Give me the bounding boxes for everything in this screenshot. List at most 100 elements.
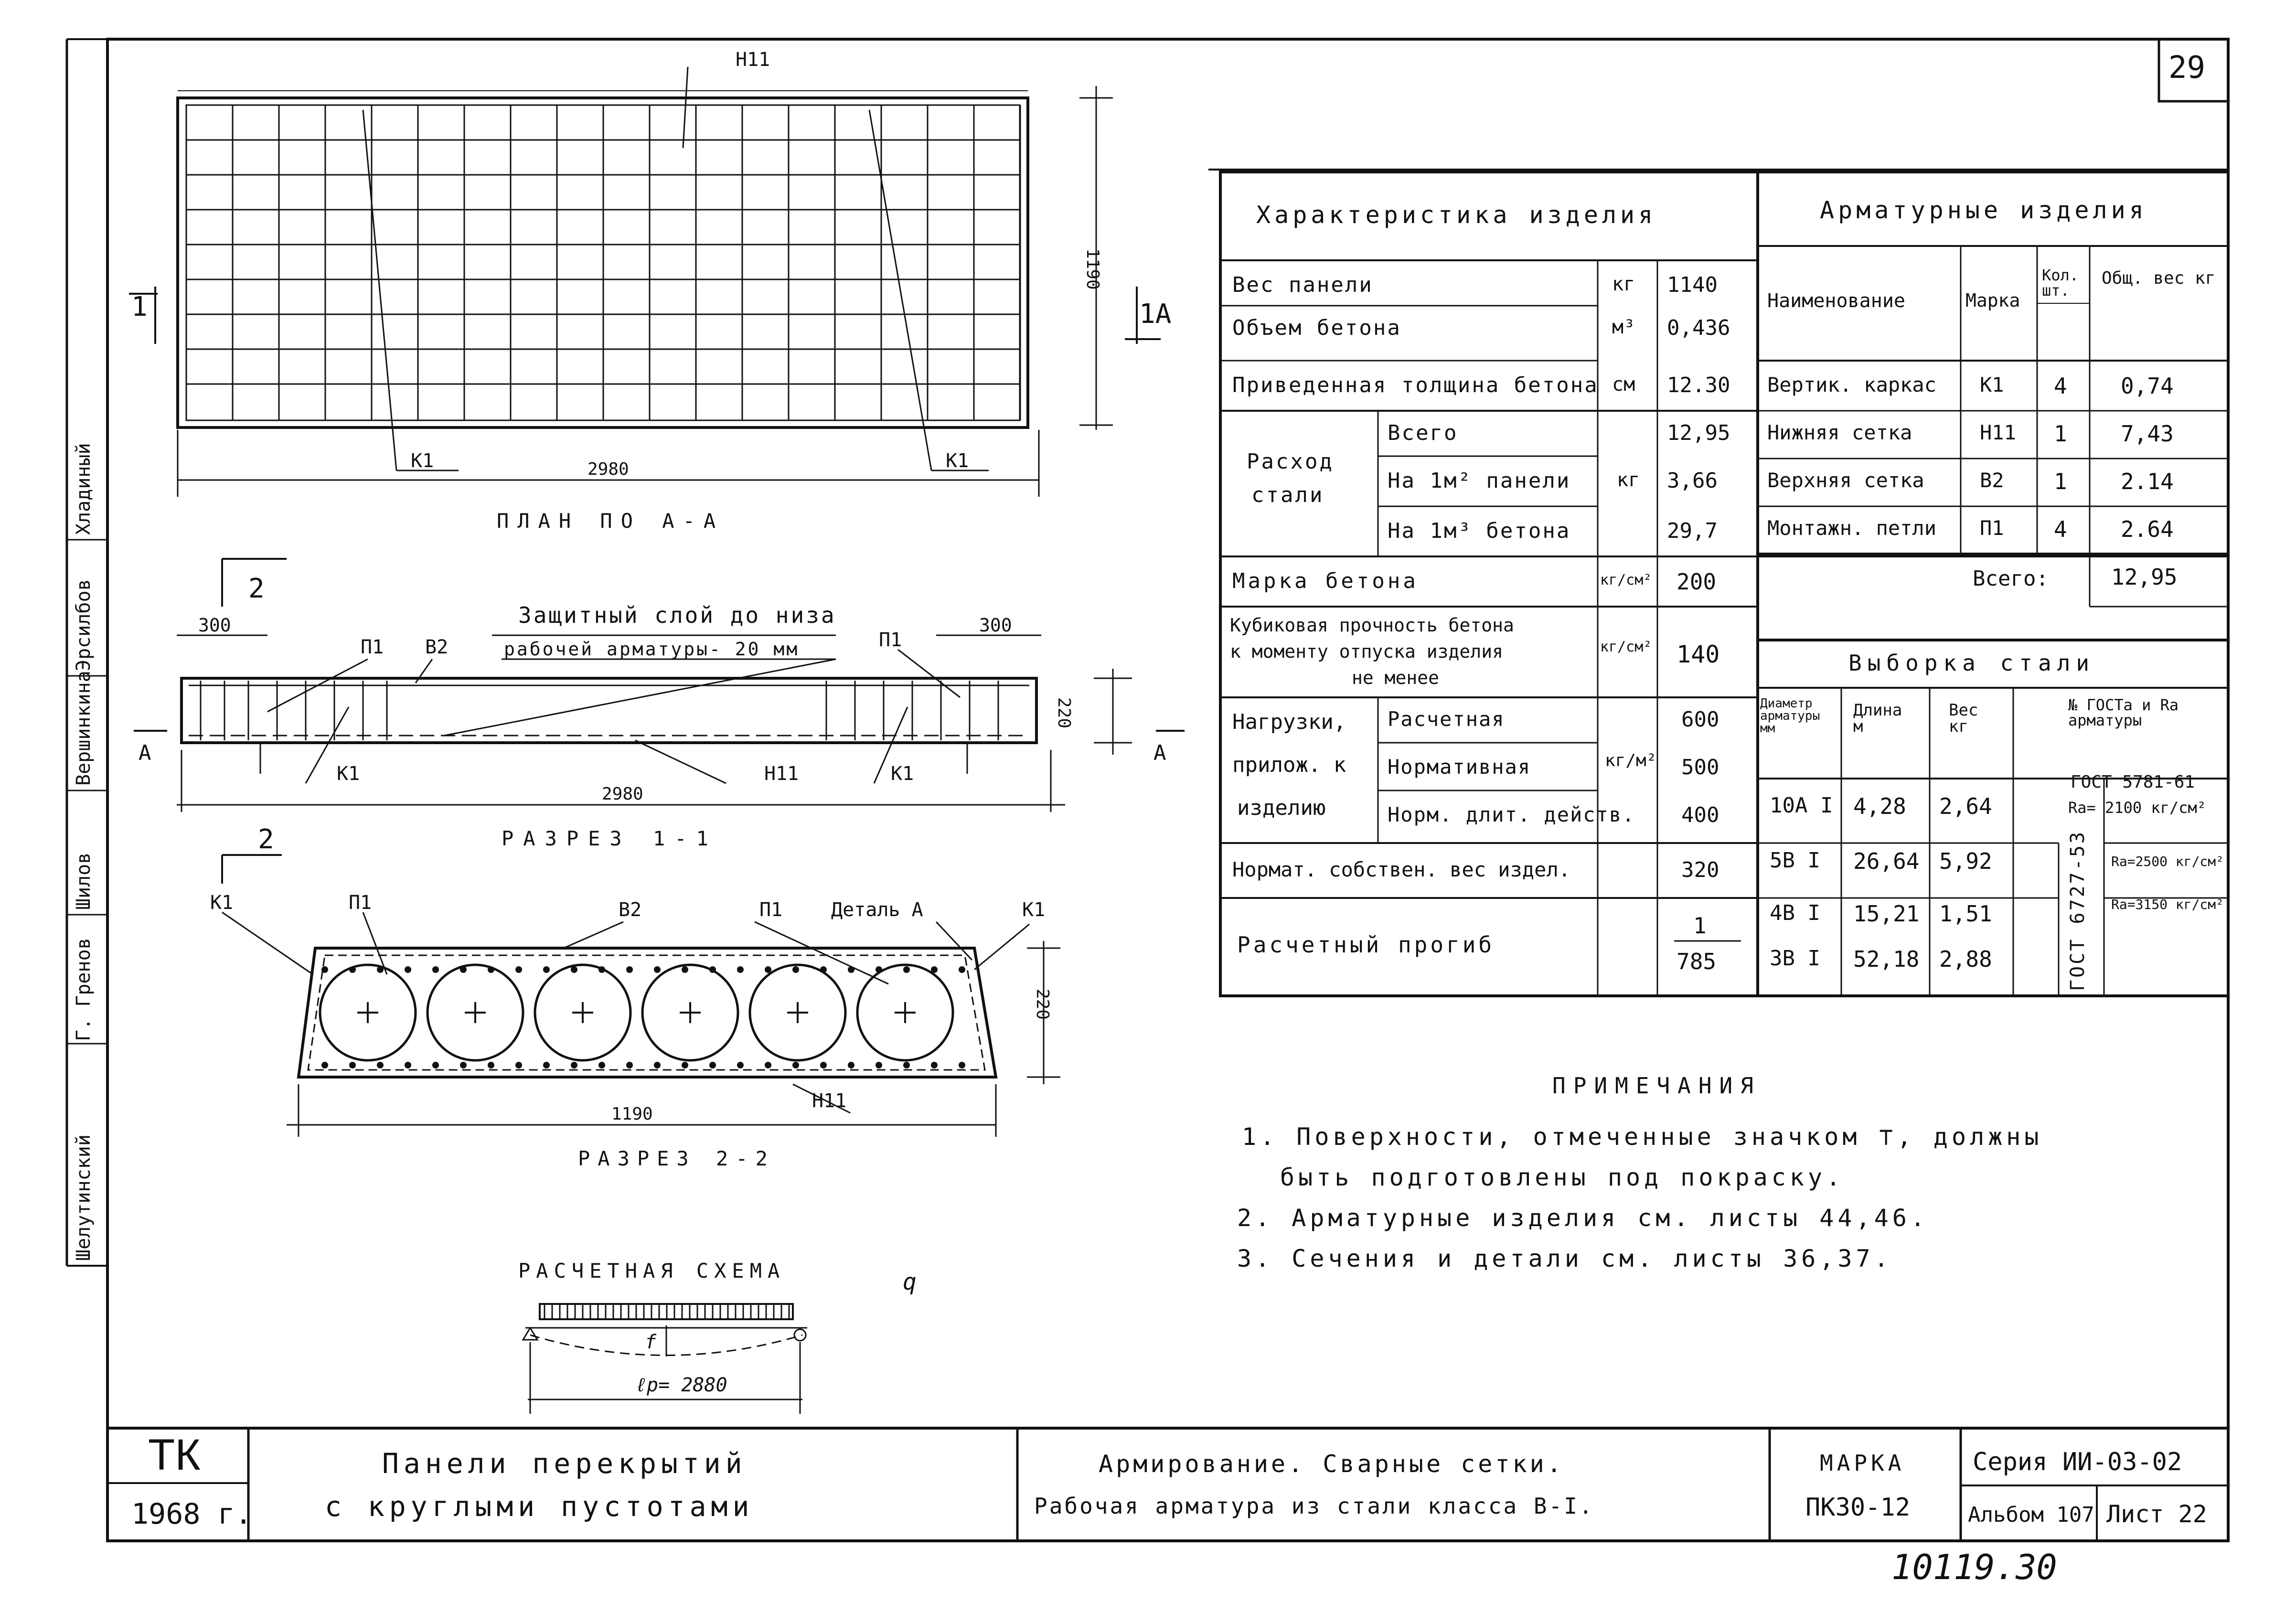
loads-row-name: Норм. длит. действ.	[1388, 803, 1635, 826]
scheme-deflection: f	[645, 1331, 657, 1353]
section22-label-b2: В2	[619, 899, 642, 921]
char-row-value: 0,436	[1667, 316, 1730, 340]
plan-dim-length: 2980	[587, 459, 629, 479]
section11-dim-right: 300	[979, 615, 1012, 636]
steel-row-w: 1,51	[1939, 901, 1992, 927]
title-mark-label: МАРКА	[1820, 1450, 1905, 1476]
scheme-span: ℓр= 2880	[635, 1374, 727, 1396]
loads-label: изделию	[1237, 796, 1326, 820]
arm-row-name: Верхняя сетка	[1767, 469, 1924, 492]
title-year: 1968 г.	[131, 1497, 252, 1531]
char-row-unit: м³	[1612, 316, 1635, 338]
steel-gost-vertical: ГОСТ 6727-53	[2067, 830, 2089, 991]
arm-total-label: Всего:	[1973, 566, 2049, 591]
arm-row-mark: Н11	[1980, 421, 2016, 444]
section11-mark-a-right: А	[1153, 741, 1166, 765]
steel-row-ra: Ra= 2100 кг/см²	[2068, 799, 2206, 817]
char-row-unit: см	[1612, 374, 1635, 395]
steel-row-value: 3,66	[1667, 469, 1718, 493]
arm-row-qty: 4	[2054, 373, 2067, 399]
section11-dim-length: 2980	[602, 784, 643, 804]
steel-row-name: Всего	[1388, 421, 1458, 445]
steel-row-len: 52,18	[1853, 946, 1920, 972]
section11-title: РАЗРЕЗ 1-1	[502, 827, 718, 850]
note-item: 3. Сечения и детали см. листы 36,37.	[1237, 1245, 1892, 1272]
section11-label-p1-left: П1	[361, 636, 384, 658]
arm-row-qty: 1	[2054, 421, 2067, 447]
side-strip-name: Шелутинский	[73, 1134, 95, 1261]
steel-row-value: 29,7	[1667, 519, 1718, 543]
side-strip-name: Вершинкина	[73, 671, 95, 786]
title-desc-line1: Армирование. Сварные сетки.	[1099, 1450, 1564, 1478]
cube-line1: Кубиковая прочность бетона	[1230, 615, 1514, 636]
steel-row-dia: 5В I	[1770, 848, 1820, 873]
arm-total-value: 12,95	[2111, 564, 2178, 590]
plan-label-frame-left: К1	[411, 450, 434, 472]
arm-row-name: Монтажн. петли	[1767, 516, 1937, 540]
steel-col-dia: Диаметр арматуры мм	[1760, 696, 1820, 736]
section11-note-line1: Защитный слой до низа	[518, 602, 836, 628]
arm-col-qty: Кол. шт.	[2042, 266, 2079, 299]
steel-row-w: 5,92	[1939, 848, 1992, 874]
arm-row-mark: П1	[1980, 516, 2004, 540]
arm-row-weight: 2.64	[2121, 516, 2174, 542]
cube-line2: к моменту отпуска изделия	[1230, 641, 1503, 662]
steel-row-name: На 1м³ бетона	[1388, 519, 1571, 543]
loads-row-name: Нормативная	[1388, 755, 1531, 779]
loads-row-value: 600	[1681, 707, 1719, 732]
arm-row-qty: 4	[2054, 516, 2067, 542]
section11-mark-2: 2	[248, 573, 265, 604]
steel-row-ra: Ra=3150 кг/см²	[2111, 897, 2224, 912]
concrete-grade-unit: кг/см²	[1600, 572, 1652, 588]
concrete-grade-name: Марка бетона	[1232, 569, 1419, 593]
char-row-value: 1140	[1667, 273, 1718, 297]
section-2-2	[222, 911, 1060, 1137]
steel-row-len: 15,21	[1853, 901, 1920, 927]
side-strip-name: Г. Гренов	[73, 938, 95, 1041]
steel-row-gost: ГОСТ 5781-61	[2071, 772, 2195, 792]
loads-unit: кг/м²	[1605, 751, 1657, 770]
side-strip-name: Эрсилбов	[73, 579, 95, 671]
title-sheet: Лист 22	[2106, 1500, 2207, 1528]
concrete-grade-value: 200	[1677, 569, 1717, 595]
title-desc-line2: Рабочая арматура из стали класса В-I.	[1034, 1493, 1594, 1519]
steel-row-w: 2,64	[1939, 793, 1992, 819]
char-table-header: Характеристика изделия	[1256, 201, 1657, 229]
title-block-grid	[106, 1427, 2230, 1542]
steel-row-dia: 10А I	[1770, 793, 1833, 818]
scheme-title: РАСЧЕТНАЯ СХЕМА	[518, 1259, 786, 1282]
arm-col-mark: Марка	[1965, 290, 2020, 311]
plan-section-mark-right: 1А	[1139, 299, 1172, 330]
note-item: быть подготовлены под покраску.	[1280, 1164, 1845, 1191]
title-name-line2: с круглыми пустотами	[325, 1490, 754, 1523]
plan-section-mark-left: 1	[131, 291, 148, 322]
deflection-name: Расчетный прогиб	[1237, 932, 1495, 958]
sheet-number: 29	[2168, 50, 2206, 85]
arm-row-mark: К1	[1980, 373, 2004, 396]
self-weight-name: Нормат. собствен. вес издел.	[1232, 858, 1571, 881]
char-row-name: Приведенная толщина бетона	[1232, 373, 1599, 397]
steel-col-len: Длина м	[1853, 701, 1902, 736]
title-mark-value: ПК30-12	[1805, 1493, 1911, 1522]
loads-label: Нагрузки,	[1232, 710, 1346, 734]
section11-label-b2: В2	[425, 636, 449, 658]
section11-label-n11: Н11	[764, 763, 799, 785]
section22-label-detail: Деталь А	[831, 899, 923, 921]
steel-row-dia: 4В I	[1770, 901, 1820, 925]
arm-table-header: Арматурные изделия	[1820, 196, 2147, 224]
char-row-name: Объем бетона	[1232, 316, 1401, 340]
self-weight-value: 320	[1681, 858, 1719, 882]
section11-dim-left: 300	[198, 615, 231, 636]
steel-row-len: 4,28	[1853, 793, 1906, 819]
title-album: Альбом 107	[1968, 1503, 2094, 1527]
section22-dim-height: 220	[1033, 989, 1052, 1020]
notes-title: ПРИМЕЧАНИЯ	[1552, 1073, 1761, 1099]
loads-label: прилож. к	[1232, 753, 1346, 777]
arm-row-name: Нижняя сетка	[1767, 421, 1912, 444]
char-row-value: 12.30	[1667, 373, 1730, 397]
calc-scheme	[522, 1303, 807, 1414]
arm-table-grid	[1756, 171, 2230, 608]
title-series: Серия ИИ-03-02	[1973, 1448, 2182, 1476]
loads-row-name: Расчетная	[1388, 707, 1505, 731]
section22-label-n11: Н11	[812, 1090, 847, 1112]
